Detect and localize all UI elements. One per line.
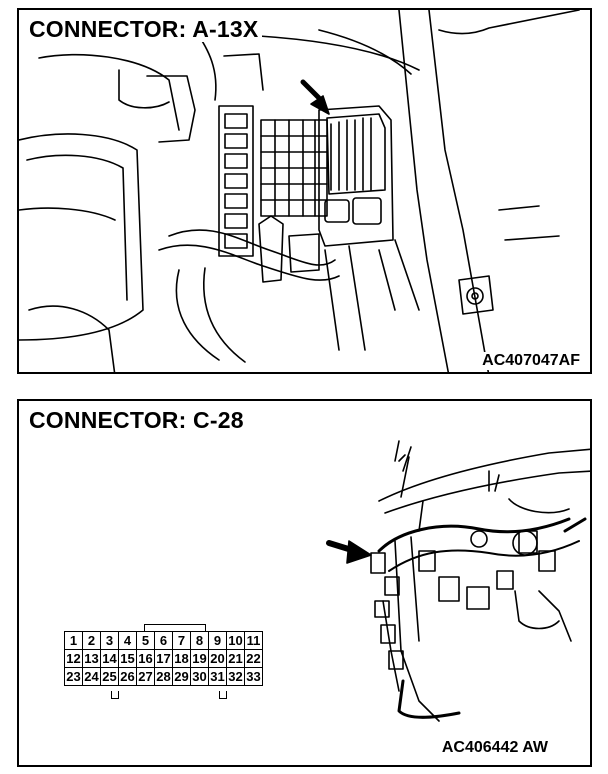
pin-cell: 23 xyxy=(64,667,83,686)
pin-cell: 30 xyxy=(190,667,209,686)
pin-cell: 14 xyxy=(100,649,119,668)
pin-cell: 13 xyxy=(82,649,101,668)
pin-cell: 28 xyxy=(154,667,173,686)
pin-cell: 19 xyxy=(190,649,209,668)
pin-cell: 16 xyxy=(136,649,155,668)
pin-cell: 25 xyxy=(100,667,119,686)
pin-cell: 3 xyxy=(100,631,119,650)
figure-code: AC406442 AW xyxy=(439,739,550,757)
pin-cell: 20 xyxy=(208,649,227,668)
pin-cell: 4 xyxy=(118,631,137,650)
connector-latch xyxy=(111,691,119,699)
dashboard-harness-illustration xyxy=(326,440,590,722)
pin-cell: 33 xyxy=(244,667,263,686)
panel-title: CONNECTOR: A-13X xyxy=(27,16,263,42)
pin-cell: 7 xyxy=(172,631,191,650)
pin-cell: 9 xyxy=(208,631,227,650)
pin-cell: 1 xyxy=(64,631,83,650)
pin-cell: 17 xyxy=(154,649,173,668)
pin-cell: 5 xyxy=(136,631,155,650)
pin-cell: 18 xyxy=(172,649,191,668)
pin-cell: 21 xyxy=(226,649,245,668)
pin-cell: 26 xyxy=(118,667,137,686)
pin-cell: 2 xyxy=(82,631,101,650)
connector-key-tab xyxy=(144,624,206,632)
pin-cell: 6 xyxy=(154,631,173,650)
panel-title: CONNECTOR: C-28 xyxy=(27,407,248,433)
pin-cell: 15 xyxy=(118,649,137,668)
figure-code: AC407047AF xyxy=(480,352,582,370)
pin-cell: 22 xyxy=(244,649,263,668)
pin-cell: 24 xyxy=(82,667,101,686)
pin-cell: 12 xyxy=(64,649,83,668)
pin-cell: 27 xyxy=(136,667,155,686)
pin-cell: 31 xyxy=(208,667,227,686)
pin-cell: 10 xyxy=(226,631,245,650)
engine-bay-illustration xyxy=(19,10,580,372)
connector-latch xyxy=(219,691,227,699)
pin-cell: 11 xyxy=(244,631,263,650)
pin-cell: 29 xyxy=(172,667,191,686)
pin-cell: 32 xyxy=(226,667,245,686)
connector-a13x-panel: CONNECTOR: A-13X AC407047AF xyxy=(17,8,592,374)
pin-cell: 8 xyxy=(190,631,209,650)
